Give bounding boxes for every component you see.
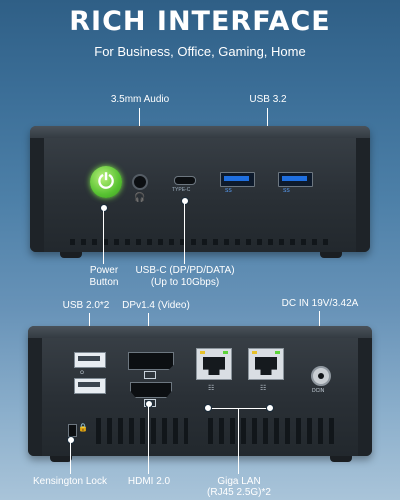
usb32-label: USB 3.2 — [249, 94, 287, 105]
front-top-edge — [30, 126, 370, 138]
lan-label-line2: (RJ45 2.5G)*2 — [207, 487, 271, 498]
kensington-dot — [67, 436, 75, 444]
usbc-port-text: TYPE-C — [172, 187, 191, 193]
usb32-port-2 — [278, 172, 313, 187]
usb20-port-2 — [74, 378, 106, 394]
audio-label: 3.5mm Audio — [110, 94, 170, 105]
usb20-port-1 — [74, 352, 106, 368]
dcin-port — [311, 366, 331, 386]
back-top-edge — [28, 326, 372, 338]
back-right-edge — [358, 338, 372, 456]
dp-label: DPv1.4 (Video) — [122, 300, 190, 311]
front-foot-right — [320, 252, 342, 258]
lan-led-green — [223, 351, 228, 354]
usbc-callout-line — [184, 203, 185, 264]
lan-bracket-line — [208, 408, 270, 409]
lan-port-2 — [248, 348, 284, 380]
power-button[interactable]: ⏻ — [90, 166, 122, 198]
lan-callout-line — [238, 408, 239, 474]
lan-label-line1: Giga LAN — [217, 476, 261, 487]
hdmi-dot — [145, 400, 153, 408]
dp-logo-icon — [144, 371, 156, 379]
hdmi-label: HDMI 2.0 — [127, 476, 171, 487]
mini-pc-front: ⏻ 🎧 TYPE-C SS SS — [30, 126, 370, 252]
dcin-port-text: DCIN — [312, 388, 325, 394]
front-vent — [70, 239, 332, 245]
audio-jack — [132, 174, 148, 190]
front-right-edge — [356, 138, 370, 252]
lan-led-yellow — [200, 351, 205, 354]
usbc-port — [174, 176, 196, 185]
back-vent-left — [96, 418, 188, 444]
lock-icon: 🔒 — [78, 423, 88, 432]
power-label-line2: Button — [89, 277, 119, 288]
page-subtitle: For Business, Office, Gaming, Home — [94, 44, 306, 59]
dcin-label: DC IN 19V/3.42A — [281, 298, 359, 309]
kensington-slot — [68, 424, 77, 437]
power-label-line1: Power — [89, 265, 119, 276]
page-title: RICH INTERFACE — [69, 6, 331, 37]
lan-dot-left — [204, 404, 212, 412]
power-dot — [100, 204, 108, 212]
front-foot-left — [60, 252, 82, 258]
mini-pc-back: ⭘ ☷ ☷ DCIN 🔒 — [28, 326, 372, 456]
back-left-edge — [28, 338, 42, 456]
usbc-dot — [181, 197, 189, 205]
usbc-label-line2: (Up to 10Gbps) — [150, 277, 220, 288]
usb20-label: USB 2.0*2 — [62, 300, 110, 311]
usbc-label-line1: USB-C (DP/PD/DATA) — [135, 265, 235, 276]
lan-dot-right — [266, 404, 274, 412]
usb-ss-logo-1: SS — [225, 188, 232, 194]
back-foot-left — [50, 456, 72, 462]
power-icon: ⏻ — [98, 171, 114, 193]
back-foot-right — [330, 456, 352, 462]
kensington-callout-line — [70, 442, 71, 474]
lan-led-green — [275, 351, 280, 354]
lan-port-1 — [196, 348, 232, 380]
headphone-icon: 🎧 — [134, 192, 146, 202]
network-icon: ☷ — [208, 385, 215, 392]
displayport — [128, 352, 174, 370]
back-vent-right — [208, 418, 340, 444]
hdmi-callout-line — [148, 406, 149, 474]
network-icon: ☷ — [260, 385, 267, 392]
hdmi-port — [130, 382, 172, 398]
usb20-logo: ⭘ — [80, 370, 85, 376]
power-callout-line — [103, 210, 104, 264]
usb32-port-1 — [220, 172, 255, 187]
front-left-edge — [30, 138, 44, 252]
usb-ss-logo-2: SS — [283, 188, 290, 194]
lan-led-yellow — [252, 351, 257, 354]
kensington-label: Kensington Lock — [33, 476, 107, 487]
